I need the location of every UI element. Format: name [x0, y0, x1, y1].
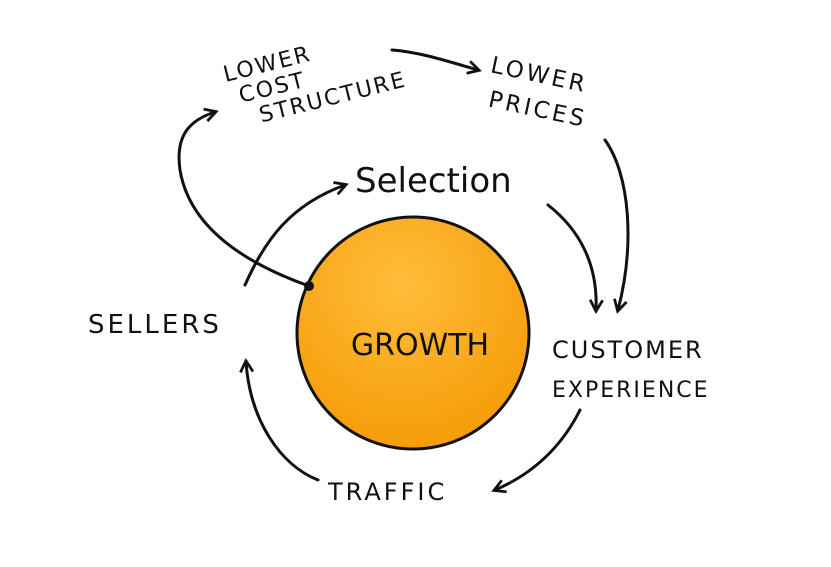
arrow-lower-prices-to-customer-experience — [603, 138, 630, 310]
arrow-sellers-to-selection — [243, 185, 345, 287]
selection-label: Selection — [355, 161, 512, 201]
arrow-traffic-to-sellers — [246, 362, 320, 482]
arrow-lower-cost-to-lower-prices — [390, 48, 478, 70]
arrow-selection-to-customer-experience — [546, 203, 596, 310]
growth-circle — [295, 215, 531, 451]
growth-label: GROWTH — [351, 328, 489, 363]
traffic-label: TRAFFIC — [327, 478, 447, 506]
sellers-label: SELLERS — [88, 310, 222, 340]
arrow-customer-experience-to-traffic — [495, 408, 582, 490]
arrow-growth-to-lower-cost — [177, 112, 311, 288]
customer-experience-label-line1: CUSTOMER — [552, 336, 704, 364]
customer-experience-label-line2: EXPERIENCE — [552, 378, 710, 403]
